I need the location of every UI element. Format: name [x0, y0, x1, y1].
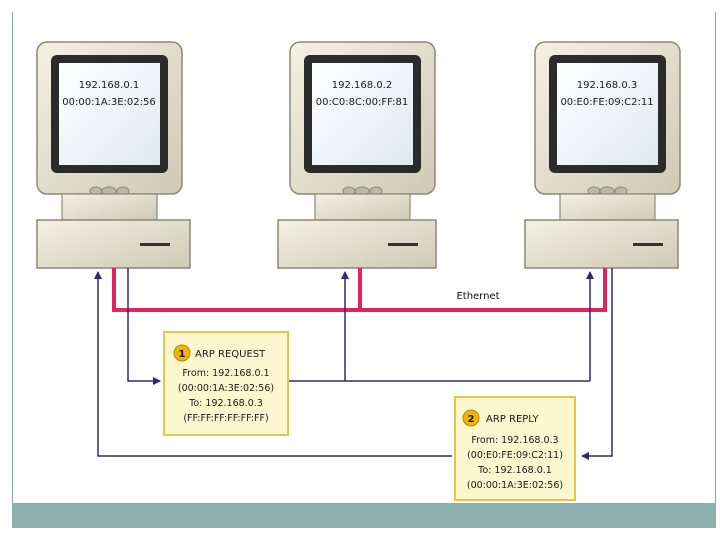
callout-line: From: 192.168.0.1: [182, 368, 269, 379]
slide-frame-left: [12, 12, 13, 503]
callout-line: (FF:FF:FF:FF:FF:FF): [183, 413, 268, 424]
ip-address: 192.168.0.1: [79, 80, 139, 91]
ethernet-label: Ethernet: [456, 291, 499, 302]
callout-line: To: 192.168.0.1: [477, 465, 552, 476]
arp-paths: [94, 268, 613, 460]
callout-title: ARP REQUEST: [195, 349, 266, 360]
computer-3: 192.168.0.3 00:E0:FE:09:C2:11: [524, 41, 681, 269]
callout-line: To: 192.168.0.3: [188, 398, 263, 409]
computer-1: 192.168.0.1 00:00:1A:3E:02:56: [36, 41, 191, 269]
monitor-screen: [312, 63, 413, 165]
arp-request-callout: 1 ARP REQUEST From: 192.168.0.1 (00:00:1…: [163, 331, 289, 436]
monitor-stand: [559, 193, 656, 221]
monitor-screen: [557, 63, 658, 165]
monitor-screen: [59, 63, 160, 165]
slide-frame-right: [715, 12, 716, 503]
mac-address: 00:C0:8C:00:FF:81: [316, 97, 408, 108]
drive-slot: [140, 243, 170, 246]
monitor-stand: [61, 193, 158, 221]
step-badge: [173, 344, 191, 362]
step-number: 1: [179, 349, 186, 360]
drive-slot: [633, 243, 663, 246]
callout-line: (00:00:1A:3E:02:56): [178, 383, 274, 394]
reply-path-out: [94, 271, 452, 457]
ip-address: 192.168.0.3: [577, 80, 637, 91]
callout-line: (00:E0:FE:09:C2:11): [467, 450, 563, 461]
ip-address: 192.168.0.2: [332, 80, 392, 91]
ethernet-bus: [112, 268, 607, 312]
request-path-in: [127, 268, 161, 385]
mac-address: 00:00:1A:3E:02:56: [62, 97, 155, 108]
monitor-stand: [314, 193, 411, 221]
arp-reply-callout: 2 ARP REPLY From: 192.168.0.3 (00:E0:FE:…: [454, 396, 576, 501]
mac-address: 00:E0:FE:09:C2:11: [560, 97, 653, 108]
step-badge: [462, 409, 480, 427]
callout-title: ARP REPLY: [486, 414, 540, 425]
callout-line: (00:00:1A:3E:02:56): [467, 480, 563, 491]
computer-2: 192.168.0.2 00:C0:8C:00:FF:81: [277, 41, 437, 269]
callout-line: From: 192.168.0.3: [471, 435, 558, 446]
step-number: 2: [468, 414, 475, 425]
reply-path-in: [581, 268, 613, 460]
slide-footer-band: [12, 503, 716, 528]
drive-slot: [388, 243, 418, 246]
